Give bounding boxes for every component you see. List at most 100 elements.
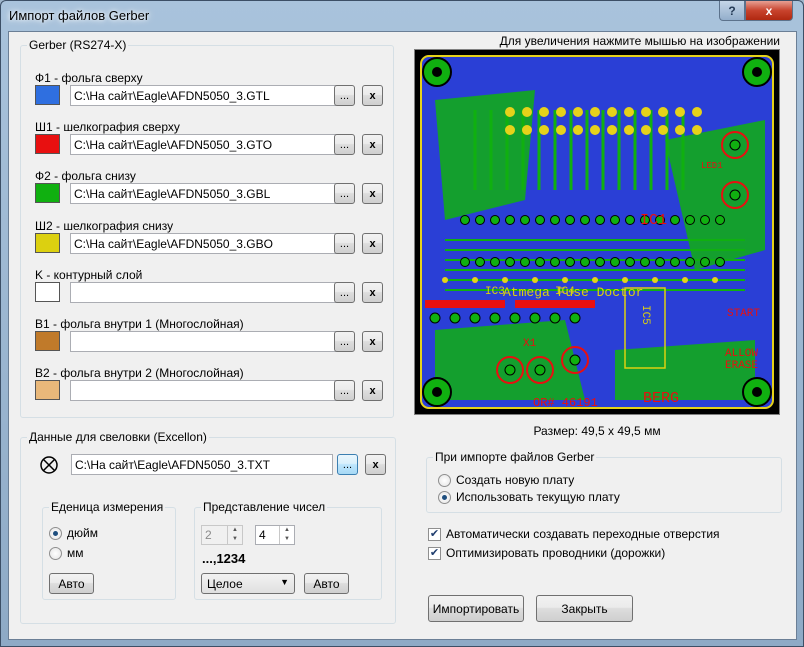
close-button[interactable]: Закрыть (536, 595, 633, 622)
layer-browse-button[interactable]: ... (334, 380, 355, 401)
pcb-artwork (422, 57, 772, 407)
auto-vias-checkbox[interactable]: ✔ Автоматически создавать переходные отв… (428, 527, 720, 541)
chevron-down-icon: ▼ (280, 577, 289, 587)
pcb-via (532, 277, 538, 283)
use-current-board-radio[interactable]: Использовать текущую плату (438, 490, 620, 504)
layer-browse-button[interactable]: ... (334, 233, 355, 254)
layer-color-swatch[interactable] (35, 134, 60, 154)
pcb-label-ic5: IC5 (639, 305, 651, 325)
board-preview[interactable]: IC1 Atmega Fuse Doctor IC3 IC4 IC5 OR# 4… (414, 49, 780, 415)
spinner-arrows-icon[interactable]: ▲▼ (279, 526, 294, 544)
layer-color-swatch[interactable] (35, 380, 60, 400)
layer-color-swatch[interactable] (35, 183, 60, 203)
integer-digits-value: 2 (205, 528, 212, 542)
layer-browse-button[interactable]: ... (334, 282, 355, 303)
pcb-pad (556, 107, 566, 117)
layer-browse-button[interactable]: ... (334, 134, 355, 155)
layer-file-input[interactable] (70, 134, 337, 155)
close-window-button[interactable]: x (745, 1, 793, 21)
unit-mm-radio[interactable]: мм (49, 546, 84, 560)
layer-remove-button[interactable]: x (362, 134, 383, 155)
pcb-pad (505, 215, 515, 225)
drill-layer-icon (39, 455, 59, 475)
pcb-pad (625, 257, 635, 267)
layer-file-input[interactable] (70, 380, 337, 401)
layer-file-input[interactable] (70, 183, 337, 204)
number-format-auto-button[interactable]: Авто (304, 573, 349, 594)
create-new-board-radio[interactable]: Создать новую плату (438, 473, 574, 487)
layer-file-input[interactable] (70, 85, 337, 106)
pcb-pad (641, 125, 651, 135)
import-options-legend: При импорте файлов Gerber (435, 450, 595, 464)
gerber-group-legend: Gerber (RS274-X) (29, 38, 127, 52)
pcb-pad (670, 257, 680, 267)
pcb-pad (675, 107, 685, 117)
optimize-traces-label: Оптимизировать проводники (дорожки) (446, 546, 666, 560)
use-current-board-radio-dot[interactable] (438, 490, 451, 504)
drill-group: Данные для свеловки (Excellon) (20, 430, 396, 624)
window-title: Импорт файлов Gerber (9, 8, 150, 23)
pcb-pad (590, 125, 600, 135)
pcb-pad (522, 107, 532, 117)
layer-remove-button[interactable]: x (362, 85, 383, 106)
board-size-label: Размер: 49,5 x 49,5 мм (533, 424, 661, 438)
layer-file-input[interactable] (70, 331, 337, 352)
unit-inch-label: дюйм (67, 526, 98, 540)
auto-vias-label: Автоматически создавать переходные отвер… (446, 527, 720, 541)
layer-remove-button[interactable]: x (362, 233, 383, 254)
title-bar[interactable]: Импорт файлов Gerber ? x (1, 1, 803, 31)
optimize-traces-checkbox[interactable]: ✔ Оптимизировать проводники (дорожки) (428, 546, 665, 560)
pcb-pad (504, 364, 516, 376)
layer-browse-button[interactable]: ... (334, 331, 355, 352)
layer-remove-button[interactable]: x (362, 282, 383, 303)
number-format-select[interactable]: Целое ▼ (201, 573, 295, 594)
gerber-group: Gerber (RS274-X) (20, 38, 394, 418)
pcb-pad (522, 125, 532, 135)
check-icon[interactable]: ✔ (428, 527, 441, 541)
unit-inch-radio-dot[interactable] (49, 526, 62, 540)
layer-color-swatch[interactable] (35, 85, 60, 105)
drill-remove-button[interactable]: x (365, 454, 386, 475)
layer-color-swatch[interactable] (35, 233, 60, 253)
fraction-digits-spinner[interactable]: 4 ▲▼ (255, 525, 295, 545)
layer-color-swatch[interactable] (35, 331, 60, 351)
layer-label: Ш2 - шелкография снизу (35, 219, 174, 233)
pcb-image[interactable]: IC1 Atmega Fuse Doctor IC3 IC4 IC5 OR# 4… (415, 50, 779, 414)
layer-file-input[interactable] (70, 233, 337, 254)
pcb-pad (692, 125, 702, 135)
units-auto-button[interactable]: Авто (49, 573, 94, 594)
layer-browse-button[interactable]: ... (334, 183, 355, 204)
unit-inch-radio[interactable]: дюйм (49, 526, 98, 540)
layer-remove-button[interactable]: x (362, 380, 383, 401)
unit-mm-radio-dot[interactable] (49, 546, 62, 560)
pcb-pad (535, 215, 545, 225)
pcb-pad (640, 257, 650, 267)
pcb-pad (429, 312, 441, 324)
pcb-pad (685, 215, 695, 225)
layer-remove-button[interactable]: x (362, 331, 383, 352)
layer-label: Ф1 - фольга сверху (35, 71, 143, 85)
pcb-chip-ic5 (624, 287, 666, 369)
pcb-pad (625, 215, 635, 225)
pcb-pad (658, 125, 668, 135)
import-button[interactable]: Импортировать (428, 595, 524, 622)
create-new-board-radio-dot[interactable] (438, 473, 451, 487)
pcb-pad (535, 257, 545, 267)
layer-remove-button[interactable]: x (362, 183, 383, 204)
use-current-board-label: Использовать текущую плату (456, 490, 620, 504)
pcb-pad (489, 312, 501, 324)
check-icon[interactable]: ✔ (428, 546, 441, 560)
drill-file-input[interactable] (71, 454, 333, 475)
pcb-pad (607, 125, 617, 135)
pcb-pad (573, 125, 583, 135)
layer-file-input[interactable] (70, 282, 337, 303)
layer-browse-button[interactable]: ... (334, 85, 355, 106)
pcb-pad (475, 215, 485, 225)
pcb-pad (655, 215, 665, 225)
layer-color-swatch[interactable] (35, 282, 60, 302)
pcb-pad (640, 215, 650, 225)
number-format-legend: Представление чисел (203, 500, 326, 514)
layer-label: Ш1 - шелкография сверху (35, 120, 180, 134)
drill-browse-button[interactable]: ... (337, 454, 358, 475)
help-button[interactable]: ? (719, 1, 745, 21)
